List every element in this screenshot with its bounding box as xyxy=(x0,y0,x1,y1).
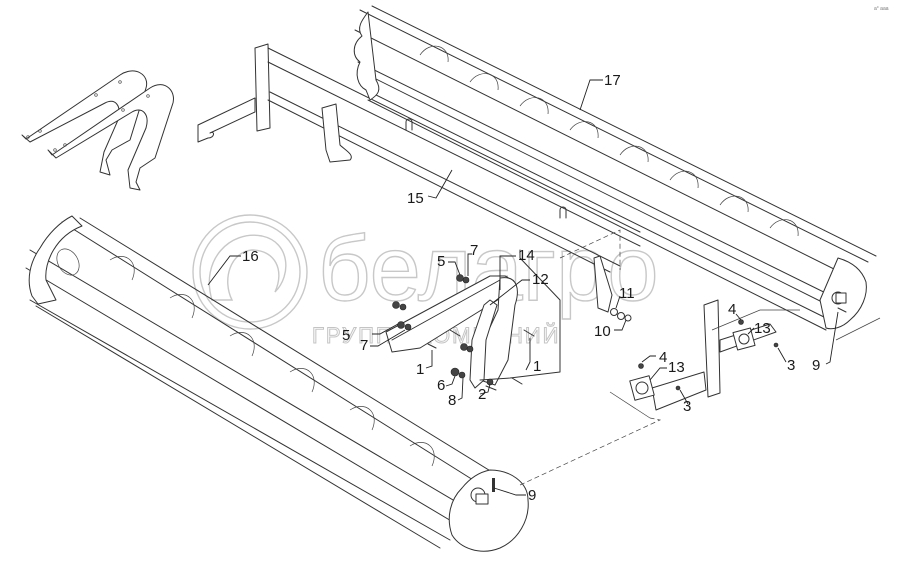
callout-17: 17 xyxy=(604,72,621,89)
callout-13-lower: 13 xyxy=(668,359,685,376)
front-roller xyxy=(25,215,529,552)
callout-10: 10 xyxy=(594,323,611,340)
hanger-bracket xyxy=(593,255,632,322)
rear-roller xyxy=(353,5,877,331)
callout-12: 12 xyxy=(532,271,549,288)
callout-1-right: 1 xyxy=(533,358,541,375)
callout-3-lower: 3 xyxy=(683,398,691,415)
watermark-logo-outer-ring xyxy=(192,214,308,330)
callout-7-top: 7 xyxy=(470,242,478,259)
callout-2: 2 xyxy=(478,386,486,403)
side-plates xyxy=(609,299,800,419)
watermark-logo-swirl xyxy=(208,234,287,301)
fasteners xyxy=(392,274,535,391)
watermark-logo-inner-ring xyxy=(199,221,301,323)
hitch-brackets xyxy=(21,70,174,191)
callout-14: 14 xyxy=(518,247,535,264)
assembly-lines xyxy=(519,229,881,486)
callout-4-lower: 4 xyxy=(659,349,667,366)
bracket-assembly xyxy=(385,249,561,389)
callout-16: 16 xyxy=(242,248,259,265)
callout-9-upper: 9 xyxy=(812,357,820,374)
callout-5-top: 5 xyxy=(437,253,445,270)
frame xyxy=(197,43,641,273)
callouts: 17 15 16 14 12 7 5 5 7 1 1 6 8 xyxy=(207,72,839,504)
callout-3-upper: 3 xyxy=(787,357,795,374)
callout-1-left: 1 xyxy=(416,361,424,378)
callout-11: 11 xyxy=(619,285,635,302)
corner-mark: a° aaa xyxy=(874,6,889,12)
callout-13-upper: 13 xyxy=(754,320,771,337)
callout-15: 15 xyxy=(407,190,424,207)
callout-8: 8 xyxy=(448,392,456,409)
callout-9-lower: 9 xyxy=(528,487,536,504)
callout-4-upper: 4 xyxy=(728,301,736,318)
callout-7-lower: 7 xyxy=(360,337,368,354)
callout-6: 6 xyxy=(437,377,445,394)
callout-5-lower: 5 xyxy=(342,327,350,344)
